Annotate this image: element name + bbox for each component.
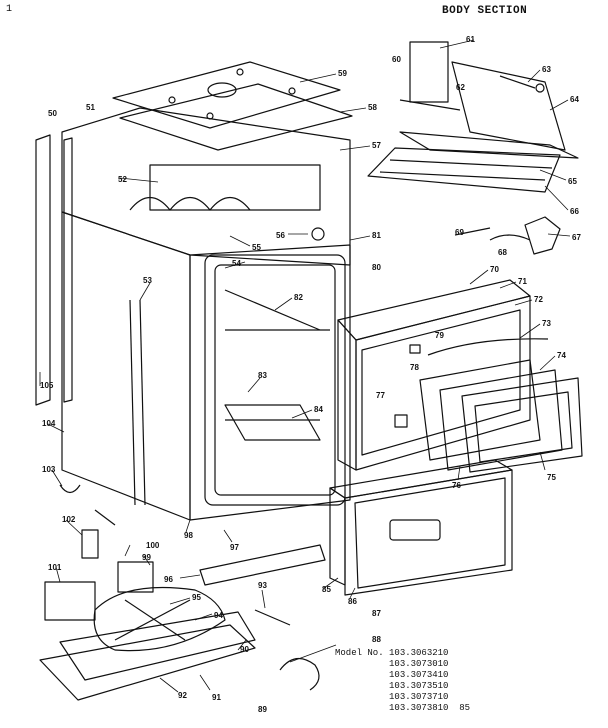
model-row: 103.3073810 85 bbox=[335, 703, 470, 714]
callout-102: 102 bbox=[62, 515, 76, 524]
callout-84: 84 bbox=[314, 405, 323, 414]
model-number: 103.3073810 bbox=[389, 703, 449, 713]
callout-57: 57 bbox=[372, 141, 381, 150]
corner-mark: 1 bbox=[6, 4, 13, 15]
top-panel bbox=[112, 61, 341, 129]
model-number: 103.3063210 bbox=[389, 648, 449, 658]
callout-72: 72 bbox=[534, 295, 543, 304]
callout-104: 104 bbox=[42, 419, 56, 428]
model-number: 103.3073010 bbox=[389, 659, 449, 669]
callout-93: 93 bbox=[258, 581, 267, 590]
callout-88: 88 bbox=[372, 635, 381, 644]
model-list: Model No. 103.3063210 103.3073010 103.30… bbox=[335, 648, 470, 714]
model-row: 103.3073410 bbox=[335, 670, 470, 681]
callout-96: 96 bbox=[164, 575, 173, 584]
callout-76: 76 bbox=[452, 481, 461, 490]
callout-69: 69 bbox=[455, 228, 464, 237]
callout-53: 53 bbox=[143, 276, 152, 285]
leader-lines bbox=[39, 39, 571, 693]
callout-85: 85 bbox=[322, 585, 331, 594]
callout-51: 51 bbox=[86, 103, 95, 112]
callout-54: 54 bbox=[232, 259, 241, 268]
callout-94: 94 bbox=[214, 611, 223, 620]
callout-68: 68 bbox=[498, 248, 507, 257]
callout-52: 52 bbox=[118, 175, 127, 184]
broiler-assembly bbox=[367, 41, 579, 193]
callout-103: 103 bbox=[42, 465, 56, 474]
callout-81: 81 bbox=[372, 231, 381, 240]
callout-99: 99 bbox=[142, 553, 151, 562]
callout-64: 64 bbox=[570, 95, 579, 104]
callout-82: 82 bbox=[294, 293, 303, 302]
callout-61: 61 bbox=[466, 35, 475, 44]
callout-100: 100 bbox=[146, 541, 160, 550]
oven-door-assembly bbox=[337, 279, 583, 473]
model-row: 103.3073710 bbox=[335, 692, 470, 703]
callout-73: 73 bbox=[542, 319, 551, 328]
callout-63: 63 bbox=[542, 65, 551, 74]
callout-97: 97 bbox=[230, 543, 239, 552]
callout-78: 78 bbox=[410, 363, 419, 372]
callout-91: 91 bbox=[212, 693, 221, 702]
bottom-parts bbox=[39, 484, 326, 701]
model-suffix: 85 bbox=[459, 703, 471, 713]
callout-80: 80 bbox=[372, 263, 381, 272]
callout-74: 74 bbox=[557, 351, 566, 360]
callout-50: 50 bbox=[48, 109, 57, 118]
callout-89: 89 bbox=[258, 705, 267, 714]
callout-65: 65 bbox=[568, 177, 577, 186]
callout-101: 101 bbox=[48, 563, 62, 572]
callout-90: 90 bbox=[240, 645, 249, 654]
callout-98: 98 bbox=[184, 531, 193, 540]
callout-58: 58 bbox=[368, 103, 377, 112]
model-row: 103.3073010 bbox=[335, 659, 470, 670]
callout-labels: 50 51 52 53 54 55 56 57 58 59 60 61 62 63 64 65 66 67 68 69… bbox=[40, 35, 581, 714]
storage-drawer bbox=[329, 459, 513, 596]
callout-67: 67 bbox=[572, 233, 581, 242]
callout-92: 92 bbox=[178, 691, 187, 700]
callout-71: 71 bbox=[518, 277, 527, 286]
callout-60: 60 bbox=[392, 55, 401, 64]
model-header: Model No. bbox=[335, 648, 384, 658]
callout-66: 66 bbox=[570, 207, 579, 216]
callout-55: 55 bbox=[252, 243, 261, 252]
section-title: BODY SECTION bbox=[442, 5, 528, 17]
model-number: 103.3073710 bbox=[389, 692, 449, 702]
callout-86: 86 bbox=[348, 597, 357, 606]
callout-95: 95 bbox=[192, 593, 201, 602]
callout-75: 75 bbox=[547, 473, 556, 482]
callout-70: 70 bbox=[490, 265, 499, 274]
callout-105: 105 bbox=[40, 381, 54, 390]
callout-77: 77 bbox=[376, 391, 385, 400]
burner-valve-parts bbox=[454, 216, 561, 255]
model-number: 103.3073410 bbox=[389, 670, 449, 680]
callout-83: 83 bbox=[258, 371, 267, 380]
model-number: 103.3073510 bbox=[389, 681, 449, 691]
callout-62: 62 bbox=[456, 83, 465, 92]
oven-body bbox=[35, 107, 351, 521]
gasket-panel bbox=[119, 83, 353, 151]
callout-79: 79 bbox=[435, 331, 444, 340]
callout-87: 87 bbox=[372, 609, 381, 618]
model-row: 103.3073510 bbox=[335, 681, 470, 692]
model-row: Model No. 103.3063210 bbox=[335, 648, 470, 659]
callout-56: 56 bbox=[276, 231, 285, 240]
callout-59: 59 bbox=[338, 69, 347, 78]
